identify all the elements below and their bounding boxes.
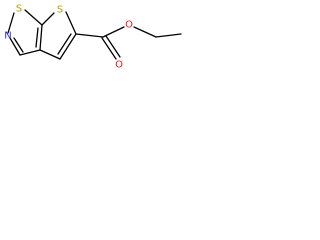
atom-n-isothiazole: N xyxy=(4,31,11,42)
bond-s-n xyxy=(7,12,15,34)
bond-c5-c4 xyxy=(59,33,77,60)
bond-c3a-c6a xyxy=(39,24,43,51)
atom-s-isothiazole: S xyxy=(16,4,22,15)
bond-n-c3-double xyxy=(13,37,24,53)
molecule-structure: S S N O O xyxy=(4,4,182,71)
bond-c3a-c6a-double xyxy=(35,27,39,48)
bond-c5-carbonyl xyxy=(75,33,104,38)
bond-c6a-s xyxy=(24,9,43,26)
bond-carbonyl-o-double-b xyxy=(105,35,121,58)
bond-n-c3 xyxy=(9,37,21,56)
bond-s-c5 xyxy=(65,11,77,35)
bond-c6a-s-thiophene xyxy=(41,12,55,26)
atom-o-carbonyl: O xyxy=(115,60,123,71)
bond-ch2-ch3 xyxy=(155,33,182,38)
bond-c4-c3a xyxy=(39,49,61,60)
bond-carbonyl-o-double-a xyxy=(101,37,117,60)
bond-c5-c4-double xyxy=(57,33,72,55)
atom-o-ester: O xyxy=(125,20,133,31)
bond-o-ch2 xyxy=(133,26,157,38)
bond-c3-c3a xyxy=(19,49,41,56)
atom-s-thiophene: S xyxy=(57,5,63,16)
bond-carbonyl-o-ester xyxy=(102,26,125,38)
